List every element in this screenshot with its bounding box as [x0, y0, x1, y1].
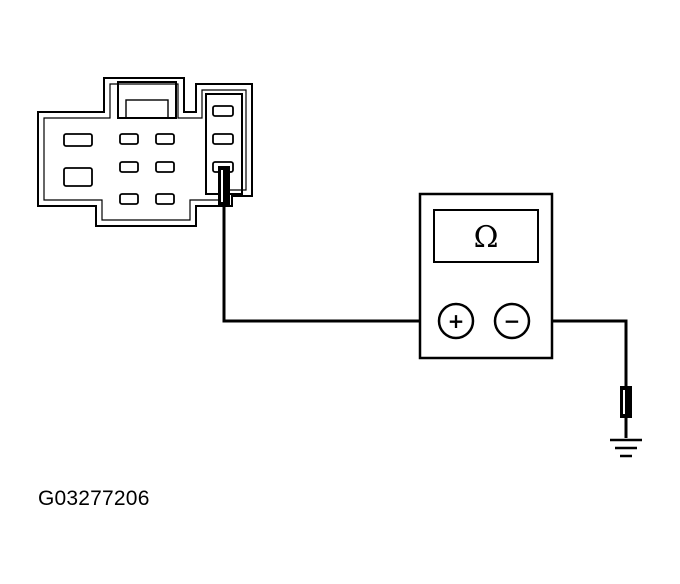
multimeter-positive-terminal	[437, 302, 475, 340]
figure-id-label: G03277206	[38, 487, 150, 510]
probe-to-ground	[620, 386, 632, 438]
probe-at-connector	[218, 166, 230, 206]
multimeter-mode-symbol: Ω	[474, 220, 499, 255]
multimeter-negative-terminal	[493, 302, 531, 340]
connector-pin-cavities	[63, 133, 175, 205]
connector-latch-slot	[125, 99, 169, 119]
test-lead-positive	[222, 206, 436, 323]
multimeter-display	[433, 209, 539, 263]
ground-icon	[610, 438, 642, 458]
test-lead-negative	[532, 319, 628, 390]
negative-terminal-sign: −	[504, 309, 521, 333]
connector-body-inner	[43, 83, 247, 221]
connector-body	[37, 77, 253, 227]
connector-side-pins	[212, 105, 234, 173]
multimeter: Ω + −	[418, 192, 554, 360]
positive-terminal-sign: +	[448, 309, 465, 333]
